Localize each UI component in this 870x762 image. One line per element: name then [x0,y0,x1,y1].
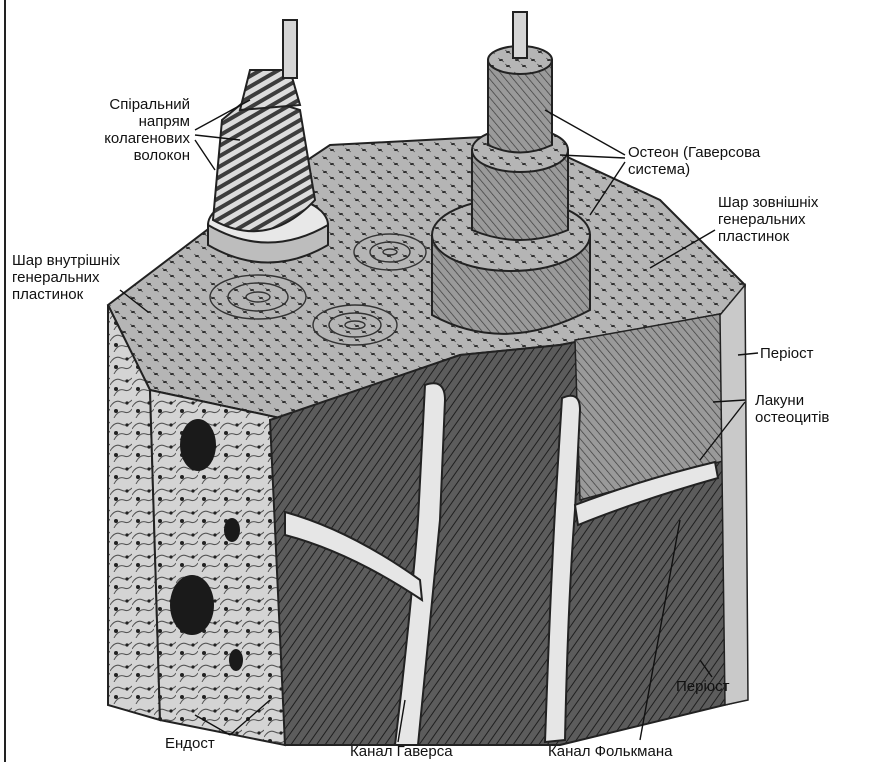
label-inner-lamellae: Шар внутрішніх генеральних пластинок [12,252,120,303]
label-outer-lamellae: Шар зовнішніх генеральних пластинок [718,194,818,245]
label-haversian-canal: Канал Гаверса [350,743,453,760]
label-volkmann-canal: Канал Фолькмана [548,743,672,760]
label-endosteum: Ендост [165,735,215,752]
label-collagen-spiral: Спіральний напрям колагенових волокон [50,96,190,164]
label-periosteum-bottom: Періост [676,678,730,695]
label-osteon: Остеон (Гаверсова система) [628,144,760,178]
label-osteocyte-lacunae: Лакуни остеоцитів [755,392,829,426]
label-periosteum-top: Періост [760,345,814,362]
